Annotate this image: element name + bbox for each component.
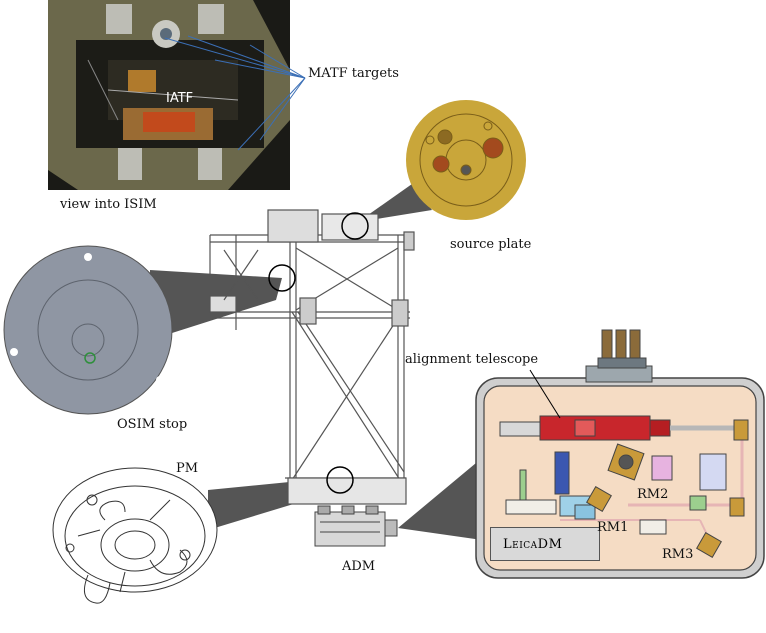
bench-components xyxy=(499,415,749,558)
adm-module xyxy=(314,505,398,547)
osim-stop-label: OSIM stop xyxy=(117,417,188,432)
alignment-telescope-label: alignment telescope xyxy=(405,352,539,367)
osim-stop-notch-right xyxy=(156,376,164,384)
isim-photo-drawing xyxy=(48,0,290,190)
osim-stop-notch-top xyxy=(84,253,92,261)
source-plate-marker xyxy=(341,212,369,240)
pm-marker xyxy=(326,466,354,494)
rm1-label: RM1 xyxy=(597,520,629,535)
pm-label: PM xyxy=(176,461,199,476)
adm-callout xyxy=(398,458,482,540)
leica-dm-box: LeicaDM xyxy=(490,527,600,561)
osim-stop-notch-left xyxy=(10,348,18,356)
iatf-label: IATF xyxy=(166,91,194,106)
source-plate-disc xyxy=(406,100,526,220)
leica-dm-label: LeicaDM xyxy=(503,537,563,552)
view-into-isim-label: view into ISIM xyxy=(60,197,157,212)
matf-leader-lines xyxy=(164,35,306,151)
adm-label: ADM xyxy=(342,559,376,574)
rm2-label: RM2 xyxy=(637,487,669,502)
osim-stop-marker xyxy=(268,264,296,292)
source-plate-detail xyxy=(419,113,513,207)
isim-frame xyxy=(209,209,415,505)
telescope-leader xyxy=(529,369,561,419)
rm3-label: RM3 xyxy=(662,547,694,562)
osim-stop-aperture xyxy=(71,323,105,357)
source-plate-callout xyxy=(358,184,432,222)
pm-drawing xyxy=(52,467,218,604)
isim-photo xyxy=(48,0,290,190)
matf-targets-label: MATF targets xyxy=(308,66,399,81)
source-plate-label: source plate xyxy=(450,237,532,252)
osim-stop-mark xyxy=(84,352,96,364)
osim-stop-ring xyxy=(37,279,139,381)
osim-stop-disc xyxy=(3,245,173,415)
